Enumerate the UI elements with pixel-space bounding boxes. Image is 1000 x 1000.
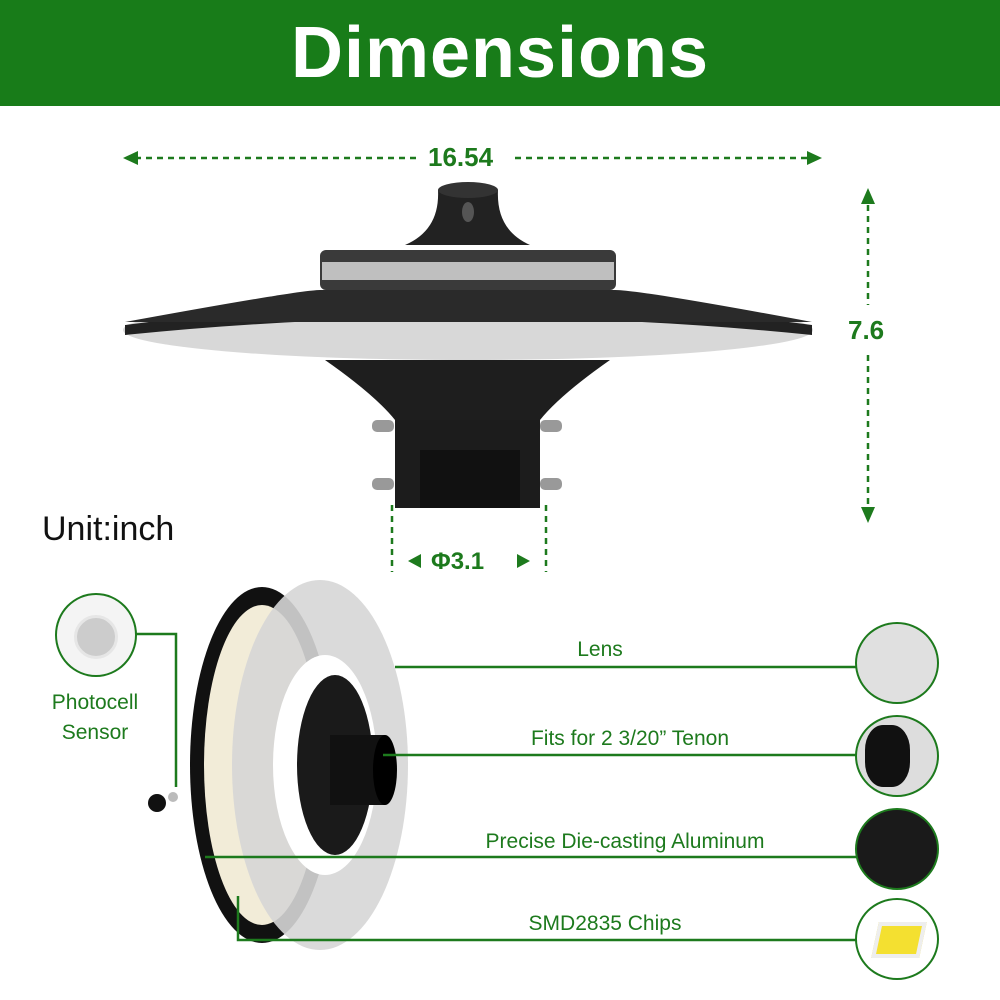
photocell-label-line1: Photocell (51, 691, 139, 714)
lens-label: Lens (577, 638, 623, 661)
diameter-dimension: Φ3.1 (431, 548, 485, 575)
led-chip-icon (871, 922, 927, 958)
aluminum-label: Precise Die-casting Aluminum (485, 830, 765, 853)
width-dimension: 16.54 (428, 142, 494, 172)
unit-label: Unit:inch (42, 510, 175, 548)
fixture-exploded-view (148, 580, 408, 950)
chip-thumbnail (855, 898, 939, 980)
tenon-thumbnail (855, 715, 939, 797)
photocell-label-line2: Sensor (61, 721, 129, 744)
photocell-label: Photocell Sensor (40, 688, 150, 748)
page-title: Dimensions (290, 13, 710, 93)
tenon-label: Fits for 2 3/20” Tenon (530, 727, 730, 750)
title-banner: Dimensions (0, 0, 1000, 106)
lens-thumbnail (855, 622, 939, 704)
chips-label: SMD2835 Chips (528, 912, 682, 935)
photocell-icon (74, 615, 118, 659)
fixture-side-view (123, 182, 813, 508)
photocell-sensor-thumbnail (55, 593, 137, 677)
height-dimension: 7.6 (848, 315, 885, 345)
aluminum-thumbnail (855, 808, 939, 890)
